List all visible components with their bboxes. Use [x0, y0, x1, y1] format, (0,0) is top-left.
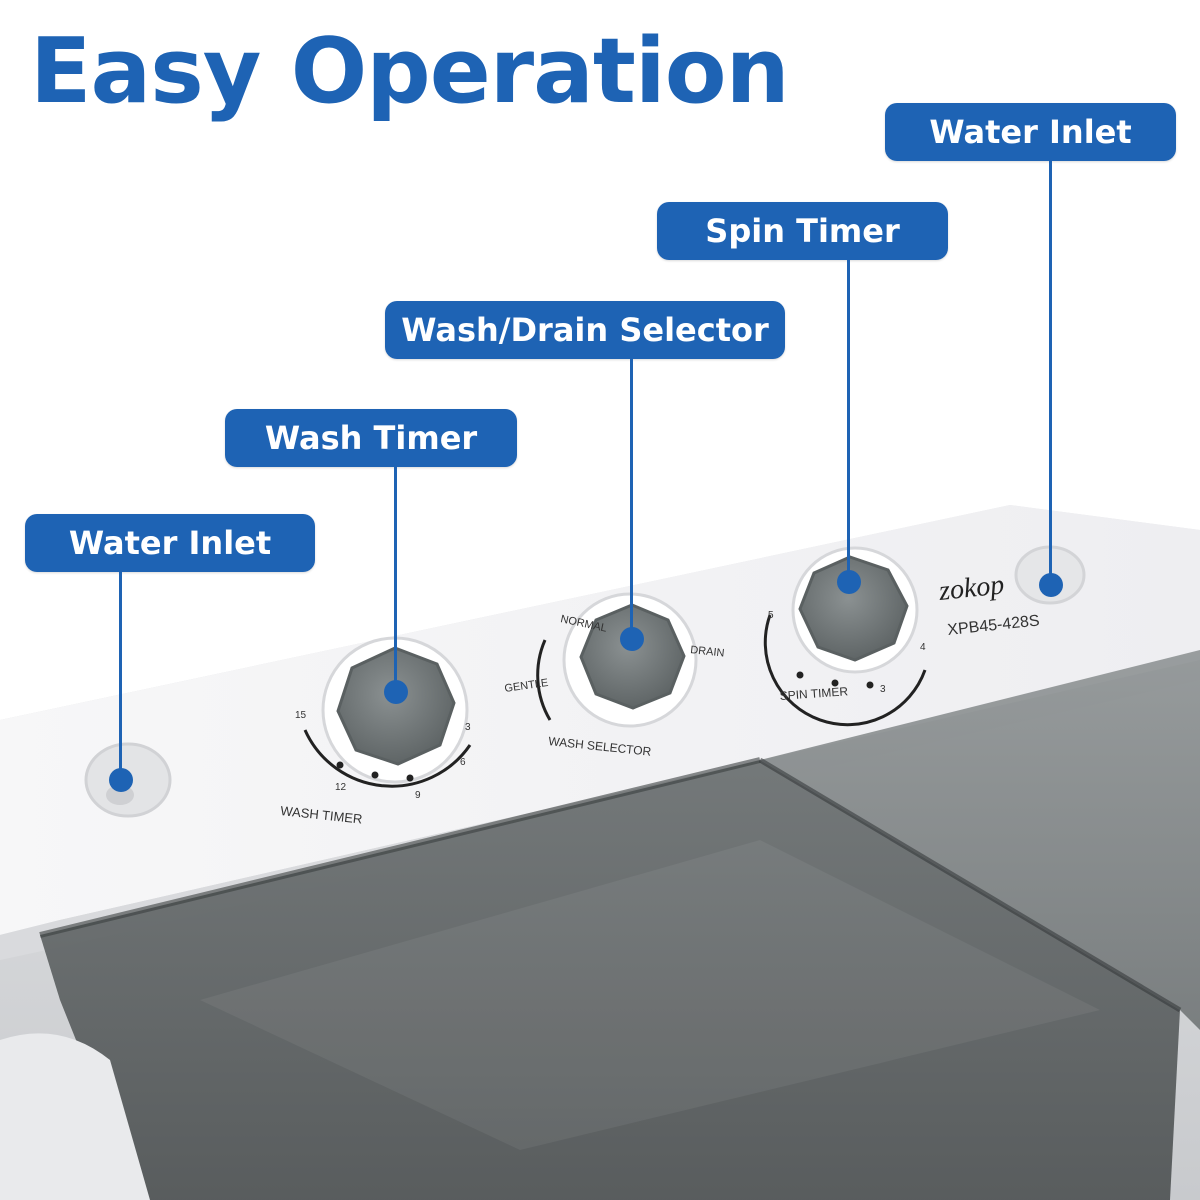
spin-timer-label: SPIN TIMER [779, 684, 849, 703]
spin-tick-4: 4 [920, 642, 926, 653]
brand-logo: zokop [936, 569, 1005, 607]
lid-edge [39, 757, 761, 938]
spin-tick-5: 5 [768, 610, 774, 621]
marker-dot-spin-timer [837, 570, 861, 594]
wash-tick-3: 3 [465, 722, 471, 733]
callout-label: Spin Timer [705, 212, 900, 250]
tub-front [0, 1033, 150, 1200]
wash-timer-knob [303, 636, 472, 788]
spin-lid [760, 650, 1200, 1030]
leader-line-wash-timer [394, 467, 397, 692]
lid-divider [758, 757, 1182, 1013]
callout-water-inlet-left: Water Inlet [25, 514, 315, 572]
callout-label: Wash/Drain Selector [401, 311, 769, 349]
mode-drain: DRAIN [690, 644, 725, 660]
wash-tick-6: 6 [460, 757, 466, 768]
callout-wash-drain-selector: Wash/Drain Selector [385, 301, 785, 359]
callout-label: Water Inlet [929, 113, 1132, 151]
wash-lid [40, 760, 1180, 1200]
wash-tick-12: 12 [335, 782, 347, 793]
marker-dot-water-inlet-right [1039, 573, 1063, 597]
callout-spin-timer: Spin Timer [657, 202, 948, 260]
leader-line-water-inlet-right [1049, 161, 1052, 585]
wash-tick-9: 9 [415, 790, 421, 801]
timer-dial-dots [336, 671, 874, 782]
lid-highlight [200, 840, 1100, 1150]
marker-dot-wash-timer [384, 680, 408, 704]
page-title: Easy Operation [30, 19, 790, 124]
marker-dot-water-inlet-left [109, 768, 133, 792]
marker-dot-wash-drain-selector [620, 627, 644, 651]
callout-water-inlet-right: Water Inlet [885, 103, 1176, 161]
callout-label: Wash Timer [264, 419, 478, 457]
leader-line-water-inlet-left [119, 572, 122, 780]
spin-timer-knob [763, 546, 927, 727]
wash-tick-15: 15 [295, 710, 307, 721]
leader-line-wash-drain-selector [630, 359, 633, 639]
spin-tick-3: 3 [880, 684, 886, 695]
wash-drain-selector-knob [536, 592, 698, 728]
callout-wash-timer: Wash Timer [225, 409, 517, 467]
callout-label: Water Inlet [68, 524, 272, 562]
leader-line-spin-timer [847, 260, 850, 582]
